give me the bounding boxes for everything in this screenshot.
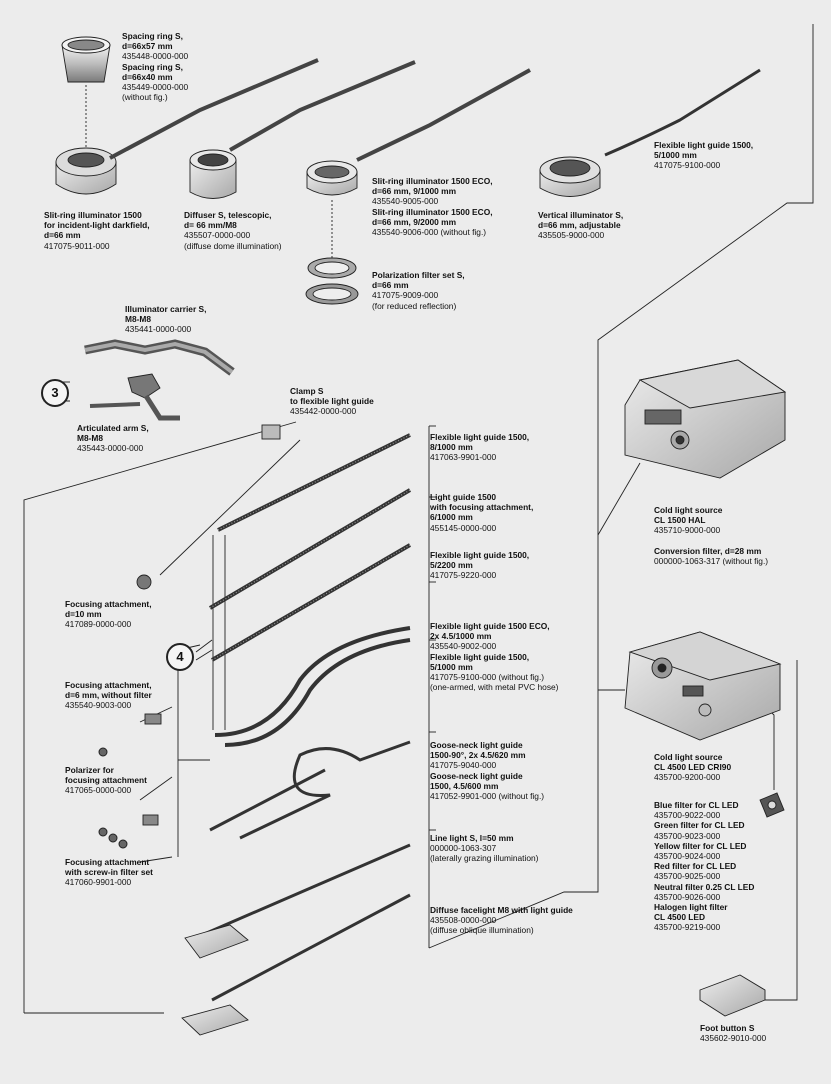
label-focusing-6: Focusing attachment,d=6 mm, without filt…: [65, 680, 152, 711]
slit-ring-darkfield-illustration: [55, 58, 319, 195]
spacing-ring-illustration: [61, 36, 111, 150]
line-light-illustration: [181, 924, 249, 1036]
light-guides-illustration: [98, 433, 412, 1002]
vertical-illuminator-illustration: [539, 68, 761, 197]
cold-light-led-illustration: [624, 631, 782, 741]
callout-4: 4: [166, 643, 194, 671]
diffuser-illustration: [189, 60, 416, 199]
label-vertical-illuminator: Vertical illuminator S,d=66 mm, adjustab…: [538, 210, 624, 241]
label-slit-ring-eco: Slit-ring illuminator 1500 ECO,d=66 mm, …: [372, 176, 493, 238]
slit-ring-eco-illustration: [305, 68, 531, 305]
label-flex-guide-eco: Flexible light guide 1500 ECO,2x 4.5/100…: [430, 621, 559, 693]
callout-3: 3: [41, 379, 69, 407]
connector-lines: [23, 24, 814, 1014]
foot-button-illustration: [699, 974, 766, 1017]
filter-illustration: [759, 792, 785, 818]
cold-light-hal-illustration: [624, 359, 787, 479]
carrier-arm-illustration: [84, 339, 281, 440]
